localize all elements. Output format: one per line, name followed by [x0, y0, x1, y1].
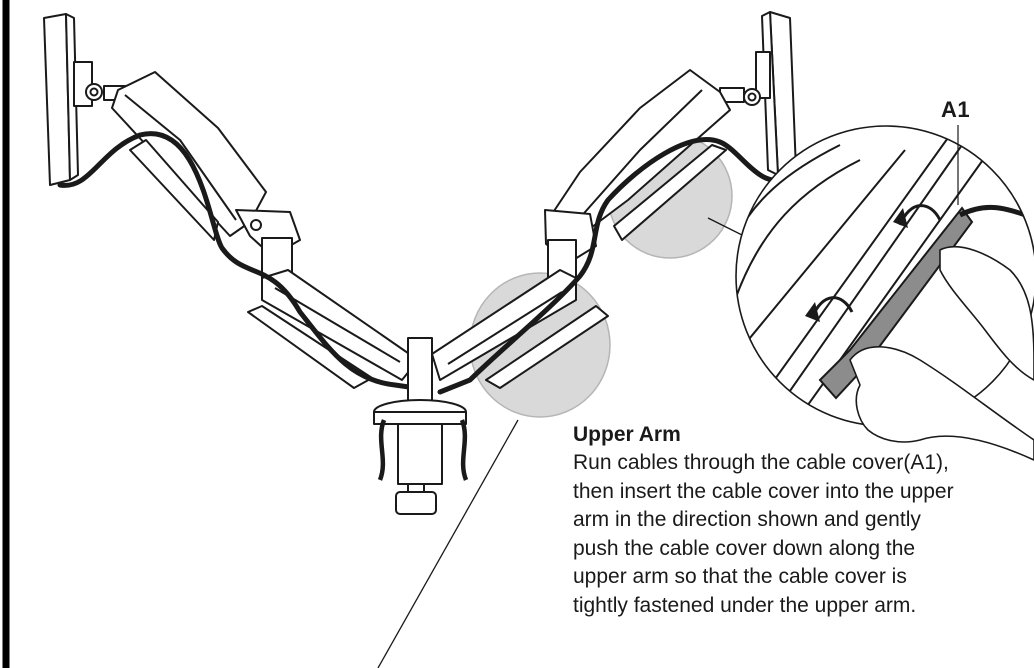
upper-arrowhead	[893, 208, 908, 228]
zoom-detail	[735, 125, 1034, 427]
right-down-cable	[459, 419, 469, 481]
right-monitor	[719, 11, 797, 176]
instruction-line: upper arm so that the cable cover is	[573, 565, 907, 588]
cable-cover-a1	[818, 206, 974, 400]
left-down-cable	[377, 419, 387, 481]
instruction-block: Upper Arm Run cables through the cable c…	[573, 423, 1034, 620]
instruction-line: tightly fastened under the upper arm.	[573, 593, 917, 617]
left-cable	[57, 131, 433, 393]
right-cable	[437, 137, 788, 395]
lower-arrowhead	[805, 302, 820, 322]
instruction-line: push the cable cover down along the	[573, 536, 916, 560]
hands	[849, 245, 1034, 461]
instruction-line: Run cables through the cable cover(A1),	[573, 451, 949, 474]
lower-leader-line	[377, 419, 519, 668]
left-monitor-arm	[111, 71, 419, 389]
instruction-heading: Upper Arm	[573, 423, 681, 446]
instruction-line: then insert the cable cover into the upp…	[573, 479, 954, 503]
desk-clamp	[373, 337, 467, 515]
right-monitor-arm	[431, 69, 731, 389]
instruction-line: arm in the direction shown and gently	[573, 508, 921, 531]
a1-part-label: A1	[941, 97, 971, 122]
